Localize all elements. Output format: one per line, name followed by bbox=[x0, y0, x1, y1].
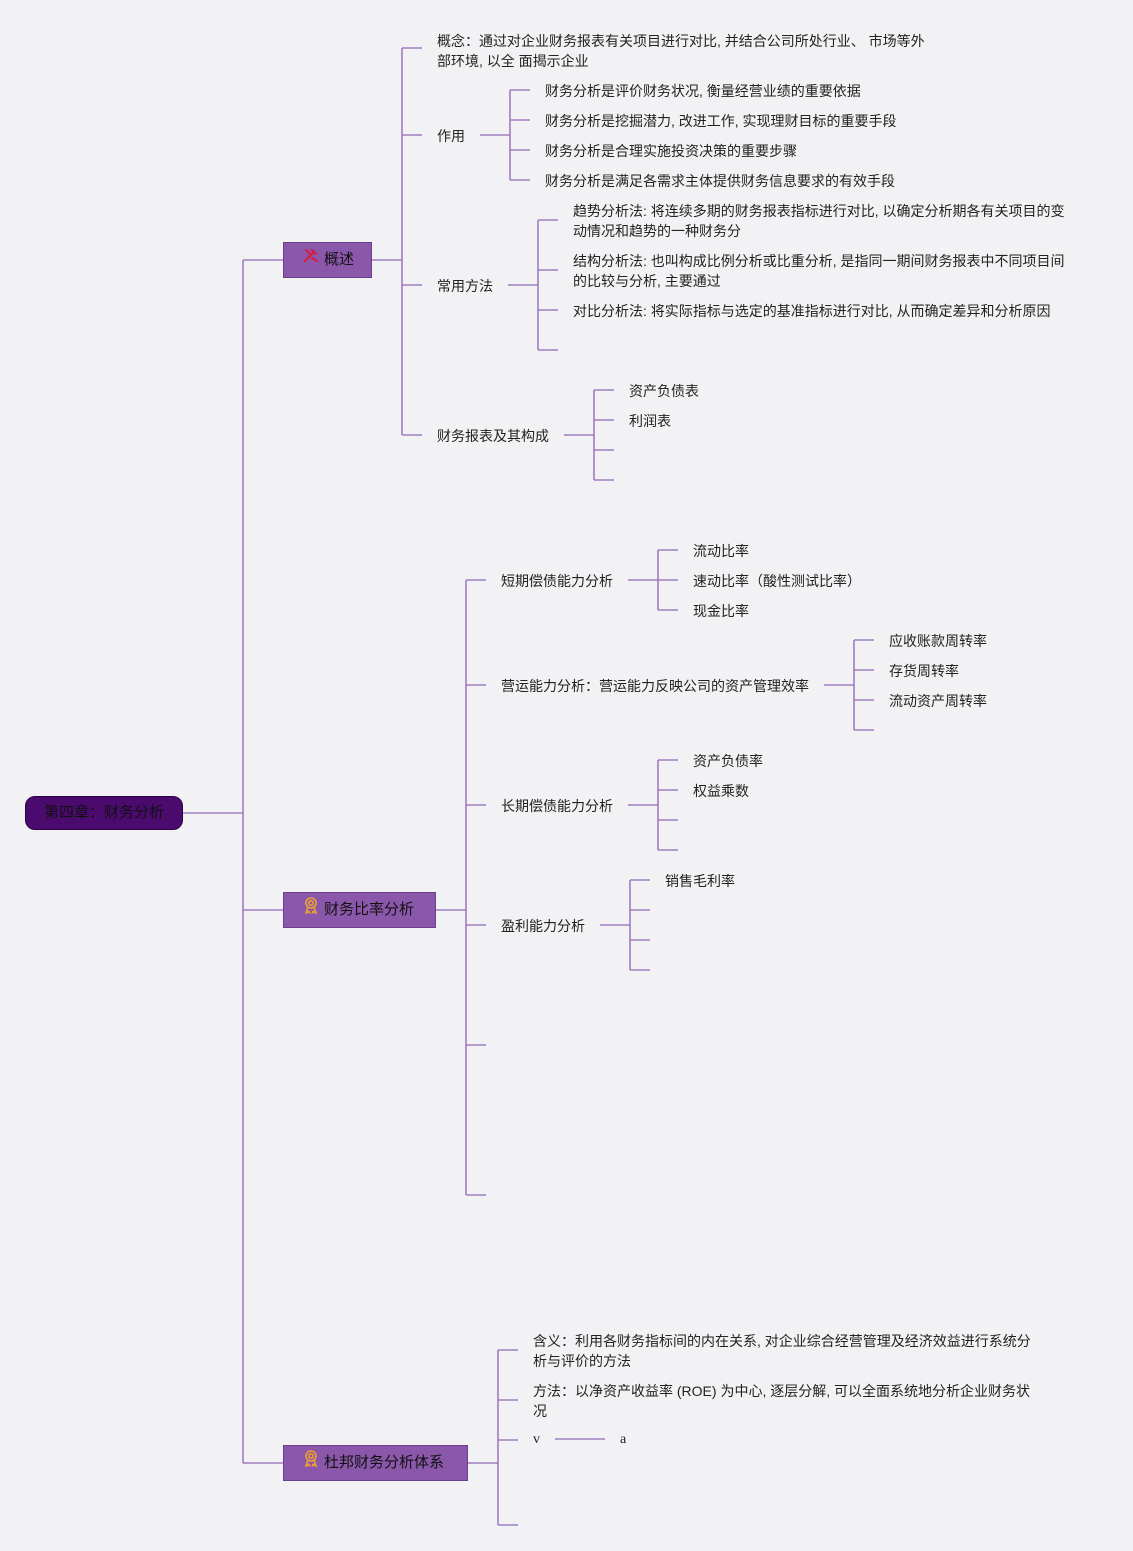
role-item: 财务分析是合理实施投资决策的重要步骤 bbox=[545, 143, 797, 159]
topic-dupont-label: 杜邦财务分析体系 bbox=[324, 1454, 445, 1471]
short-term-item: 现金比率 bbox=[693, 603, 749, 619]
tools-icon bbox=[302, 243, 320, 277]
operating-capacity[interactable]: 营运能力分析：营运能力反映公司的资产管理效率 bbox=[501, 678, 809, 694]
method-item: 趋势分析法: 将连续多期的财务报表指标进行对比, 以确定分析期各有关项目的变动情… bbox=[573, 203, 1065, 239]
overview-concept: 概念：通过对企业财务报表有关项目进行对比, 并结合公司所处行业、 市场等外部环境… bbox=[437, 33, 925, 69]
topic-overview[interactable]: 概述 bbox=[283, 242, 372, 278]
dupont-v-node[interactable]: v bbox=[533, 1432, 540, 1447]
award-ribbon-icon bbox=[302, 893, 320, 927]
short-term-item: 流动比率 bbox=[693, 543, 749, 559]
operating-item: 流动资产周转率 bbox=[889, 693, 987, 709]
operating-item: 应收账款周转率 bbox=[889, 633, 987, 649]
dupont-a-node[interactable]: a bbox=[620, 1432, 627, 1447]
dupont-meaning: 含义：利用各财务指标间的内在关系, 对企业综合经营管理及经济效益进行系统分析与评… bbox=[533, 1333, 1031, 1369]
operating-item: 存货周转率 bbox=[889, 663, 959, 679]
role-item: 财务分析是挖掘潜力, 改进工作, 实现理财目标的重要手段 bbox=[545, 113, 897, 129]
topic-overview-label: 概述 bbox=[324, 251, 355, 268]
role-item: 财务分析是满足各需求主体提供财务信息要求的有效手段 bbox=[545, 173, 895, 189]
statement-item: 利润表 bbox=[629, 413, 671, 429]
long-term-solvency[interactable]: 长期偿债能力分析 bbox=[501, 798, 613, 814]
long-term-item: 资产负债率 bbox=[693, 753, 763, 769]
short-term-solvency[interactable]: 短期偿债能力分析 bbox=[501, 573, 613, 589]
dupont-method: 方法：以净资产收益率 (ROE) 为中心, 逐层分解, 可以全面系统地分析企业财… bbox=[533, 1383, 1030, 1419]
method-item: 对比分析法: 将实际指标与选定的基准指标进行对比, 从而确定差异和分析原因 bbox=[573, 303, 1051, 319]
topic-ratio-analysis-label: 财务比率分析 bbox=[324, 901, 415, 918]
overview-methods[interactable]: 常用方法 bbox=[437, 278, 493, 294]
profitability[interactable]: 盈利能力分析 bbox=[501, 918, 585, 934]
overview-statements[interactable]: 财务报表及其构成 bbox=[437, 428, 549, 444]
topic-dupont[interactable]: 杜邦财务分析体系 bbox=[283, 1445, 468, 1481]
profit-item: 销售毛利率 bbox=[665, 873, 735, 889]
short-term-item: 速动比率（酸性测试比率） bbox=[693, 573, 861, 589]
root-topic[interactable]: 第四章：财务分析 bbox=[25, 796, 183, 830]
award-ribbon-icon bbox=[302, 1446, 320, 1480]
method-item: 结构分析法: 也叫构成比例分析或比重分析, 是指同一期间财务报表中不同项目间的比… bbox=[573, 253, 1065, 289]
statement-item: 资产负债表 bbox=[629, 383, 699, 399]
topic-ratio-analysis[interactable]: 财务比率分析 bbox=[283, 892, 436, 928]
long-term-item: 权益乘数 bbox=[693, 783, 749, 799]
role-item: 财务分析是评价财务状况, 衡量经营业绩的重要依据 bbox=[545, 83, 861, 99]
overview-role[interactable]: 作用 bbox=[437, 128, 465, 144]
